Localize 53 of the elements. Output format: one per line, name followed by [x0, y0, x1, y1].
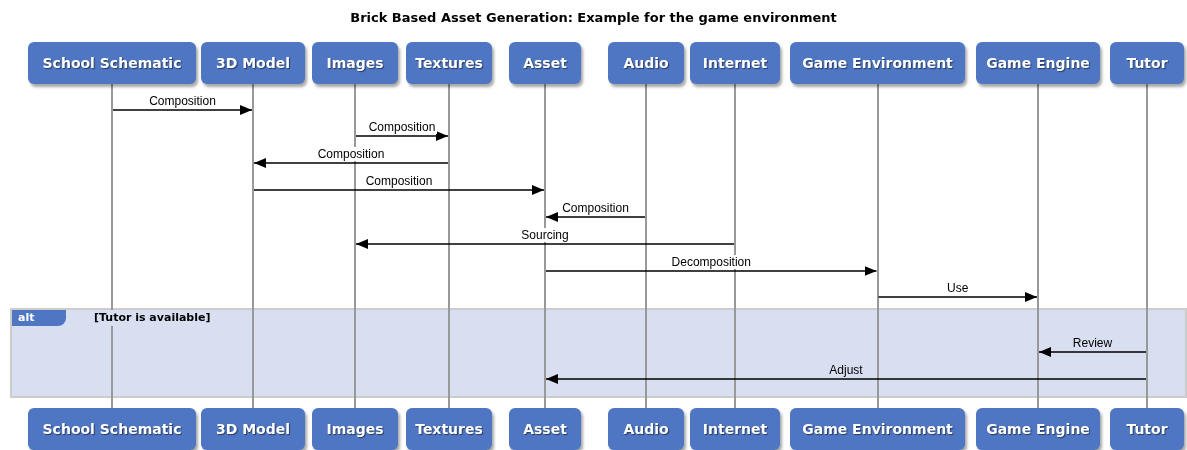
- message-arrow: [253, 158, 449, 168]
- message-label: Review: [1070, 336, 1115, 350]
- message-label: Decomposition: [669, 255, 753, 269]
- lifeline: [252, 84, 254, 408]
- lifeline: [544, 84, 546, 408]
- message-label: Composition: [363, 174, 435, 188]
- participant-box: Game Environment: [790, 408, 965, 450]
- participant-box: 3D Model: [201, 42, 305, 84]
- message-arrow: [545, 374, 1147, 384]
- fragment-tag: alt: [12, 310, 66, 326]
- message-arrow: [545, 266, 878, 276]
- participant-box: Images: [312, 408, 398, 450]
- participant-box: Tutor: [1110, 408, 1184, 450]
- participant-box: Game Engine: [976, 408, 1100, 450]
- message-label: Adjust: [827, 363, 865, 377]
- participant-box: Audio: [608, 42, 684, 84]
- participant-box: Images: [312, 42, 398, 84]
- message-label: Composition: [315, 147, 387, 161]
- message-arrow: [1038, 347, 1147, 357]
- lifeline: [1037, 84, 1039, 408]
- participant-box: Textures: [406, 408, 492, 450]
- lifeline: [645, 84, 647, 408]
- message-label: Use: [945, 281, 971, 295]
- participant-box: 3D Model: [201, 408, 305, 450]
- lifeline: [876, 84, 879, 408]
- message-label: Composition: [147, 94, 218, 108]
- participant-box: Internet: [690, 408, 780, 450]
- message-arrow: [355, 239, 735, 249]
- participant-box: Asset: [509, 42, 581, 84]
- lifeline: [734, 84, 736, 408]
- message-arrow: [355, 131, 449, 141]
- participant-box: Internet: [690, 42, 780, 84]
- participant-box: School Schematic: [28, 408, 196, 450]
- participant-box: Game Environment: [790, 42, 965, 84]
- message-label: Composition: [366, 120, 438, 134]
- message-label: Sourcing: [519, 228, 571, 242]
- participant-box: Game Engine: [976, 42, 1100, 84]
- participant-box: Textures: [406, 42, 492, 84]
- message-label: Composition: [560, 201, 631, 215]
- lifeline: [1146, 84, 1148, 408]
- participant-box: Asset: [509, 408, 581, 450]
- message-arrow: [253, 185, 545, 195]
- lifeline: [111, 84, 113, 408]
- guard-condition: [Tutor is available]: [92, 310, 213, 326]
- message-arrow: [545, 212, 646, 222]
- participant-box: Tutor: [1110, 42, 1184, 84]
- diagram-title: Brick Based Asset Generation: Example for the game environment: [349, 9, 838, 27]
- participant-box: School Schematic: [28, 42, 196, 84]
- lifeline: [354, 84, 356, 408]
- participant-box: Audio: [608, 408, 684, 450]
- message-arrow: [112, 105, 253, 115]
- message-arrow: [877, 292, 1038, 302]
- lifeline: [448, 84, 450, 408]
